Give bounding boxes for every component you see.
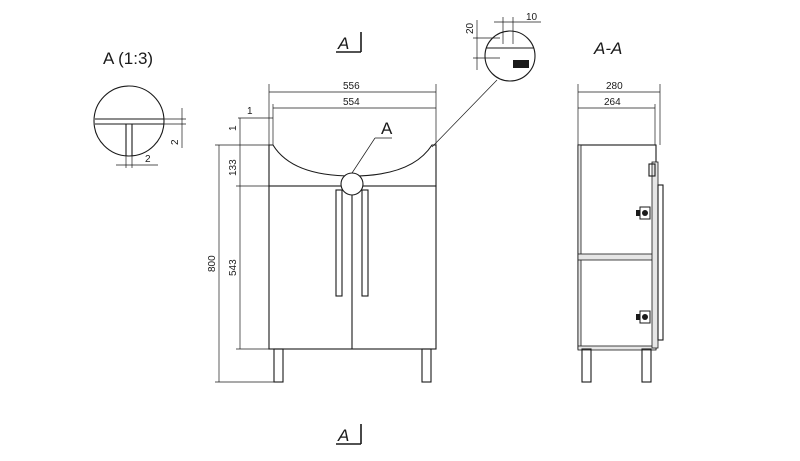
callout-dim-v-value: 20 (465, 22, 476, 34)
detail-a-view: A (1:3) 2 2 (93, 49, 186, 168)
sec-dim-inner-value: 264 (604, 97, 621, 108)
door-handle-right (361, 189, 369, 297)
section-door (651, 161, 659, 349)
dim-basin-width-value: 554 (343, 97, 360, 108)
detail-dim-h-value: 2 (145, 154, 151, 165)
callout-circle (484, 30, 536, 82)
callout-detail: 10 20 (465, 12, 541, 82)
dim-body-height-value: 543 (228, 259, 239, 276)
door-handle-left (335, 189, 343, 297)
callout-leader (431, 79, 498, 148)
hinge-top (636, 206, 651, 220)
section-clip (648, 163, 656, 177)
section-marker-bottom: A (337, 426, 349, 445)
dim-side-offset-value: 1 (247, 106, 253, 117)
leg-right (421, 348, 432, 383)
section-back-panel (577, 144, 582, 350)
section-marker-top: A (337, 34, 349, 53)
callout-profile (513, 60, 529, 68)
leg-left (273, 348, 284, 383)
hinge-bottom (636, 310, 651, 324)
section-view: A-A 280 264 (577, 39, 664, 383)
detail-leader (351, 137, 376, 174)
callout-dim-h-value: 10 (526, 12, 538, 23)
section-shelf (577, 253, 657, 261)
detail-dim-v-value: 2 (170, 139, 181, 145)
dim-top-height-value: 133 (228, 159, 239, 176)
sec-dim-depth-value: 280 (606, 81, 623, 92)
dim-top-offset-value: 1 (228, 125, 239, 131)
detail-title: A (1:3) (103, 49, 153, 68)
section-leg-back (581, 348, 592, 383)
section-handle (657, 184, 664, 341)
detail-circle (93, 85, 165, 157)
section-leg-front (641, 348, 652, 383)
dim-overall-width-value: 556 (343, 81, 360, 92)
detail-a-circle (340, 172, 364, 196)
front-view: A A A 556 554 1 (207, 32, 498, 445)
detail-marker-label: A (381, 119, 393, 138)
dim-total-height-value: 800 (207, 255, 218, 272)
section-title: A-A (593, 39, 622, 58)
